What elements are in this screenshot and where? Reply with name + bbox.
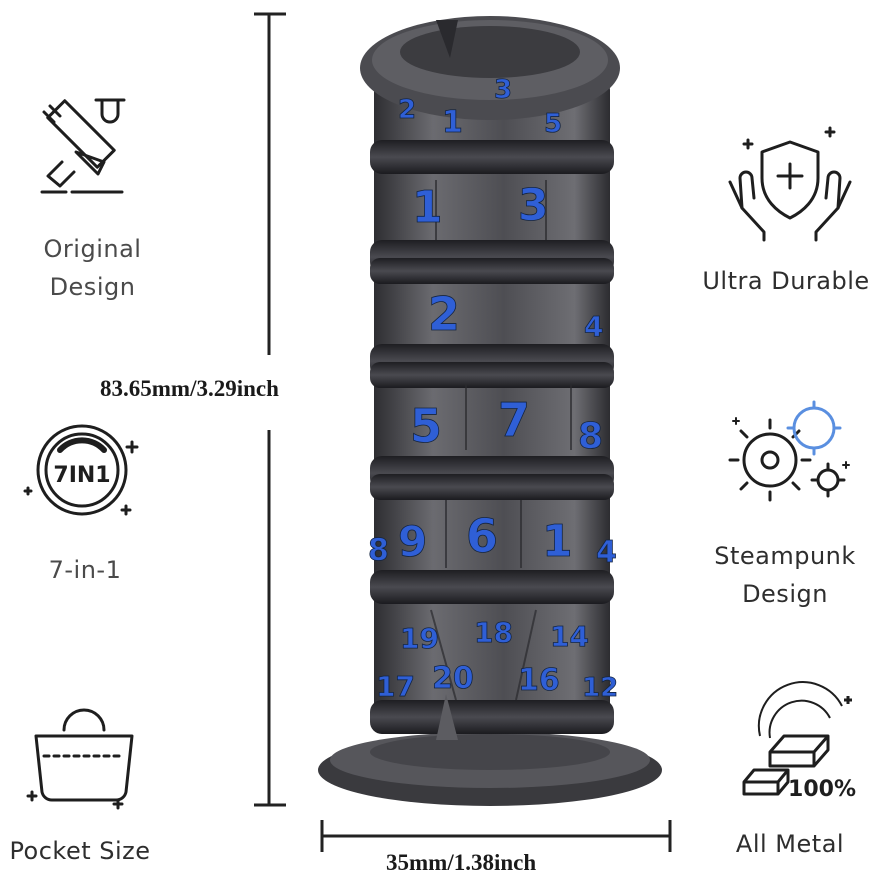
ring2-number: 4 — [584, 310, 603, 343]
ring4-number: 9 — [398, 517, 427, 566]
steampunk-design-line1: Steampunk — [714, 542, 856, 570]
metal-badge-text: 100% — [788, 777, 856, 802]
ring3-number: 8 — [578, 416, 603, 457]
ring5-number: 14 — [550, 620, 589, 653]
ring5-number: 12 — [582, 673, 618, 703]
ring2-number: 2 — [428, 287, 460, 341]
ring-top-number: 1 — [442, 105, 463, 140]
ring4-number: 6 — [466, 509, 498, 563]
ring-top-number: 5 — [544, 109, 562, 139]
tower-rings — [370, 140, 614, 734]
width-dimension-label: 35mm/1.38inch — [386, 850, 537, 875]
all-metal-label: All Metal — [735, 830, 845, 858]
ring3-number: 7 — [498, 393, 530, 447]
7in1-badge-text: 7IN1 — [53, 463, 110, 488]
ring4-number: 8 — [368, 533, 389, 568]
pencil-ruler-icon — [40, 98, 126, 194]
height-dimension-label: 83.65mm/3.29inch — [100, 376, 279, 401]
ring5-number: 17 — [376, 670, 415, 703]
ring5-number: 19 — [400, 622, 439, 655]
ring5-number: 18 — [474, 616, 513, 649]
hands-shield-icon — [728, 126, 852, 242]
ring4-number: 1 — [542, 516, 573, 567]
original-design-label: Original Design — [20, 230, 165, 306]
ring4-number: 4 — [596, 535, 617, 570]
gears-icon — [728, 400, 850, 502]
7-in-1-label: 7-in-1 — [48, 556, 122, 584]
steampunk-design-label: Steampunk Design — [690, 537, 880, 613]
ring3-number: 5 — [410, 399, 442, 453]
7in1-badge-icon: 7IN1 — [23, 424, 139, 516]
original-design-line1: Original — [43, 235, 142, 263]
ring1-number: 3 — [518, 180, 549, 231]
ultra-durable-label: Ultra Durable — [702, 267, 870, 295]
original-design-line2: Design — [49, 273, 136, 301]
height-dimension-line — [254, 12, 286, 807]
ring-top-number: 3 — [494, 75, 512, 105]
ring-top-number: 2 — [398, 95, 416, 125]
ring5-number: 16 — [518, 663, 560, 698]
dice-tower-image: 2 3 1 5 1 3 2 4 5 7 8 8 9 6 1 4 19 18 14… — [318, 16, 662, 806]
metal-bars-icon: 100% — [742, 681, 856, 802]
steampunk-design-line2: Design — [742, 580, 828, 608]
pocket-size-label: Pocket Size — [9, 837, 151, 865]
ring5-number: 20 — [432, 661, 474, 696]
ring1-number: 1 — [412, 182, 443, 233]
pouch-icon — [26, 708, 134, 810]
width-dimension-line — [320, 820, 672, 852]
